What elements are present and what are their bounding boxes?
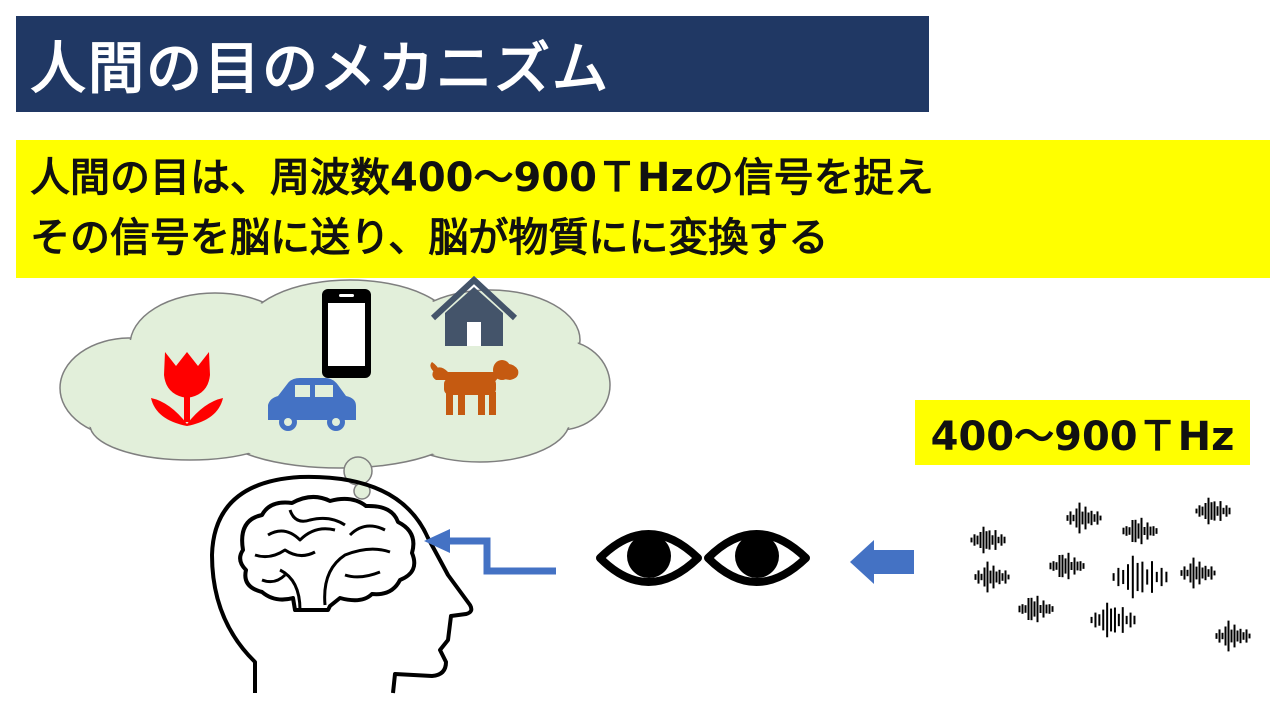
brain-head-icon bbox=[210, 474, 474, 694]
sound-wave-icon bbox=[1112, 555, 1168, 599]
description-line-2: その信号を脳に送り、脳が物質にに変換する bbox=[30, 215, 829, 261]
description-line-1: 人間の目は、周波数400～900ＴHzの信号を捉え bbox=[30, 155, 934, 201]
smartphone-icon bbox=[322, 289, 371, 378]
signal-to-eye-arrow bbox=[850, 540, 914, 584]
signal-to-brain-arrow bbox=[424, 529, 556, 575]
dog-icon bbox=[430, 360, 519, 415]
sound-wave-icon bbox=[1049, 552, 1085, 580]
frequency-label: 400～900ＴHz bbox=[930, 413, 1235, 460]
sound-wave-icon bbox=[1066, 502, 1102, 534]
sound-wave-icon bbox=[1090, 602, 1136, 638]
sound-wave-icon bbox=[1018, 595, 1054, 623]
sound-wave-icon bbox=[974, 561, 1010, 593]
tulip-icon bbox=[151, 352, 223, 426]
sound-wave-icon bbox=[970, 526, 1006, 554]
sound-wave-icon bbox=[1180, 557, 1216, 589]
eye-icon-right bbox=[704, 530, 810, 586]
sound-wave-icons bbox=[970, 497, 1251, 652]
frequency-label-box: 400～900ＴHz bbox=[915, 400, 1250, 465]
eye-icon bbox=[596, 530, 702, 586]
sound-wave-icon bbox=[1215, 620, 1251, 652]
house-icon bbox=[430, 275, 518, 346]
sound-wave-icon bbox=[1122, 517, 1158, 545]
title-bar: 人間の目のメカニズム bbox=[16, 16, 929, 112]
description-box: 人間の目は、周波数400～900ＴHzの信号を捉え その信号を脳に送り、脳が物質… bbox=[16, 140, 1270, 278]
sound-wave-icon bbox=[1195, 497, 1231, 525]
car-icon bbox=[268, 378, 356, 431]
page-title: 人間の目のメカニズム bbox=[30, 36, 610, 102]
